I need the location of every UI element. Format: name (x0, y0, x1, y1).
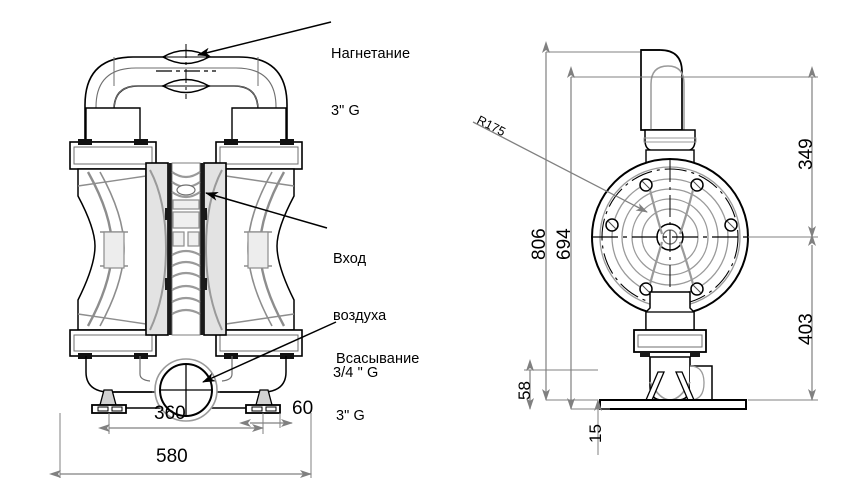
side-suction-tee (599, 356, 747, 410)
mounting-foot-left (91, 389, 127, 414)
discharge-port (156, 44, 216, 99)
callout-air-inlet-line1: Вход (333, 251, 367, 267)
dimension-foot-offset: 60 (292, 398, 314, 419)
dimension-height-upper: 349 (796, 138, 817, 170)
leader-lines-front (197, 21, 337, 383)
left-fluid-chamber (69, 107, 157, 393)
callout-air-inlet: Вход воздуха 3/4 " G (333, 212, 386, 421)
side-discharge-elbow (640, 49, 685, 131)
dimension-foot-spacing: 360 (154, 403, 186, 424)
right-fluid-chamber (215, 107, 303, 393)
side-lower-neck (633, 291, 707, 357)
callout-suction-line1: Всасывание (336, 351, 420, 367)
callout-suction-line2: 3" G (336, 408, 365, 424)
dimension-base-thickness: 15 (586, 424, 605, 443)
air-valve-section (145, 162, 227, 336)
dimension-set-front (49, 413, 312, 478)
dimension-height-body: 694 (554, 228, 575, 260)
callout-air-inlet-line3: 3/4 " G (333, 365, 379, 381)
radius-leader (472, 121, 648, 213)
callout-suction: Всасывание 3" G (336, 312, 419, 464)
callout-air-inlet-line2: воздуха (333, 308, 387, 324)
callout-discharge-line2: 3" G (331, 103, 360, 119)
callout-discharge: Нагнетание 3" G (331, 7, 410, 159)
dimension-height-lower: 403 (796, 313, 817, 345)
front-view (49, 21, 337, 478)
dimension-height-overall: 806 (529, 228, 550, 260)
callout-discharge-line1: Нагнетание (331, 46, 411, 62)
side-view (472, 41, 818, 455)
dimension-width-overall: 580 (156, 446, 188, 467)
mounting-foot-right (245, 389, 281, 414)
dimension-base-clearance: 58 (515, 381, 534, 400)
dimension-set-side (524, 41, 818, 455)
suction-manifold (106, 358, 266, 422)
